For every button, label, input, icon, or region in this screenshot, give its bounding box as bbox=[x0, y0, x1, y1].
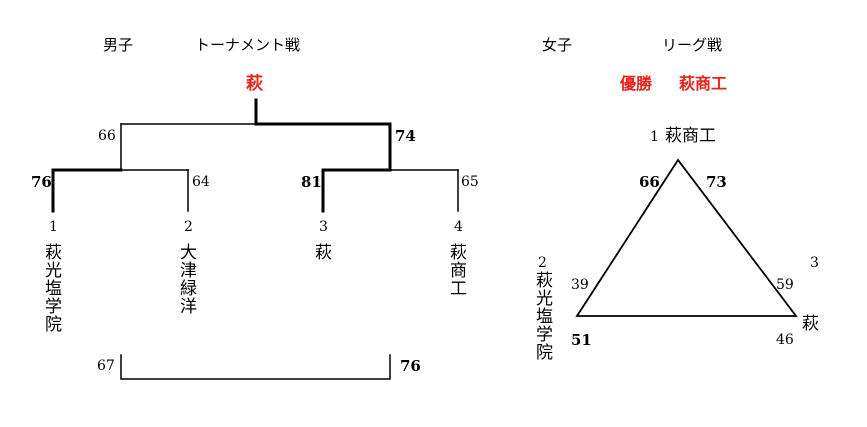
score-t3-vs-t1: 59 bbox=[776, 277, 794, 293]
score-m1-team2: 64 bbox=[192, 174, 210, 190]
score-t1-vs-t2: 66 bbox=[639, 173, 660, 191]
girls-team2-name: 萩光塩学院 bbox=[532, 271, 552, 361]
seed-team4: 4 bbox=[454, 219, 463, 235]
girls-winner-label: 優勝 bbox=[620, 74, 653, 93]
seed-team2: 2 bbox=[184, 219, 193, 235]
seed-team3: 3 bbox=[319, 219, 328, 235]
seed-team1: 1 bbox=[49, 219, 58, 235]
score-t1-vs-t3: 73 bbox=[706, 173, 727, 191]
team1-name: 萩光塩学院 bbox=[41, 243, 61, 333]
score-m1-team1: 76 bbox=[31, 173, 52, 191]
boys-champion: 萩 bbox=[246, 74, 263, 94]
girls-label: 女子 bbox=[542, 36, 573, 54]
team2-name: 大津緑洋 bbox=[176, 243, 196, 315]
girls-team1-name: 萩商工 bbox=[665, 126, 716, 146]
score-final-left: 66 bbox=[98, 128, 116, 144]
team3-name: 萩 bbox=[311, 243, 331, 261]
boys-label: 男子 bbox=[103, 36, 134, 54]
team4-name: 萩商工 bbox=[446, 243, 466, 297]
girls-seed2: 2 bbox=[538, 255, 547, 271]
score-t3-vs-t2: 46 bbox=[776, 332, 794, 348]
score-m2-team3: 81 bbox=[301, 173, 322, 191]
score-final-right: 74 bbox=[395, 127, 416, 145]
score-t2-vs-t3: 51 bbox=[571, 331, 592, 349]
league-triangle bbox=[575, 158, 798, 317]
score-m2-team4: 65 bbox=[461, 174, 479, 190]
girls-winner-name: 萩商工 bbox=[679, 74, 728, 93]
third-place-bracket bbox=[120, 354, 391, 380]
boys-format: トーナメント戦 bbox=[195, 36, 301, 54]
score-t2-vs-t1: 39 bbox=[571, 277, 589, 293]
girls-seed3: 3 bbox=[810, 255, 819, 271]
score-third-right: 76 bbox=[400, 357, 421, 375]
girls-format: リーグ戦 bbox=[662, 36, 723, 54]
girls-team3-name: 萩 bbox=[802, 314, 819, 334]
girls-seed1: 1 bbox=[650, 129, 659, 145]
score-third-left: 67 bbox=[97, 358, 115, 374]
